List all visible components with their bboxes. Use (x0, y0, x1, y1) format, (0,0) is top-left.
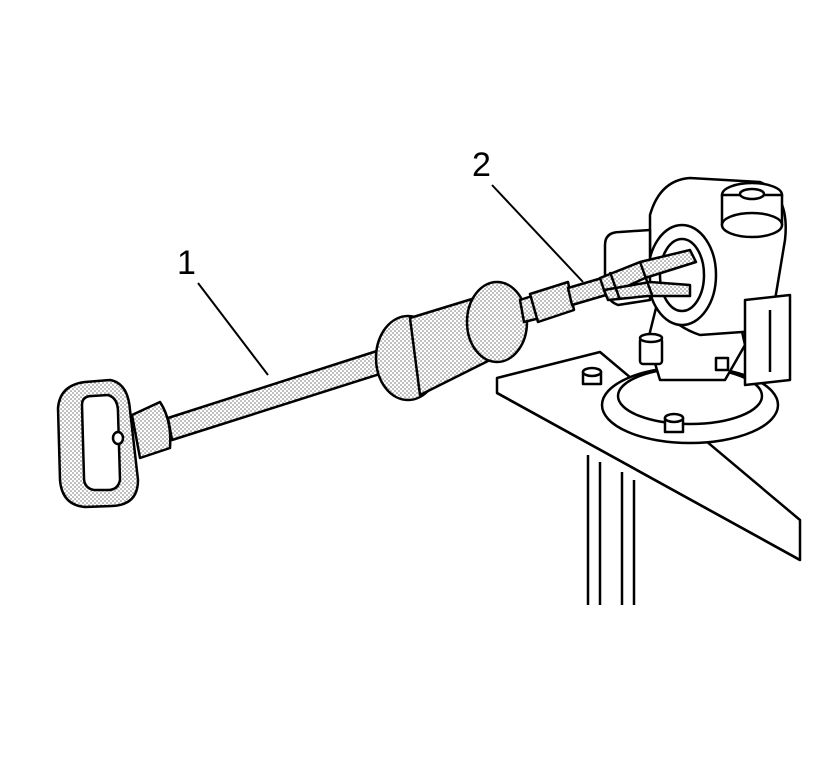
callout-leaders (197, 184, 584, 376)
puller-jaws (598, 248, 698, 302)
leader-line-1 (197, 282, 269, 376)
callout-2: 2 (472, 146, 491, 184)
callout-1: 1 (177, 244, 196, 282)
bench-vise (581, 176, 792, 445)
workbench (495, 350, 802, 605)
base-bolt (663, 412, 685, 434)
slide-hammer (56, 248, 698, 509)
base-bolt (581, 366, 603, 386)
t-handle (56, 378, 140, 509)
leader-line-2 (491, 184, 584, 283)
